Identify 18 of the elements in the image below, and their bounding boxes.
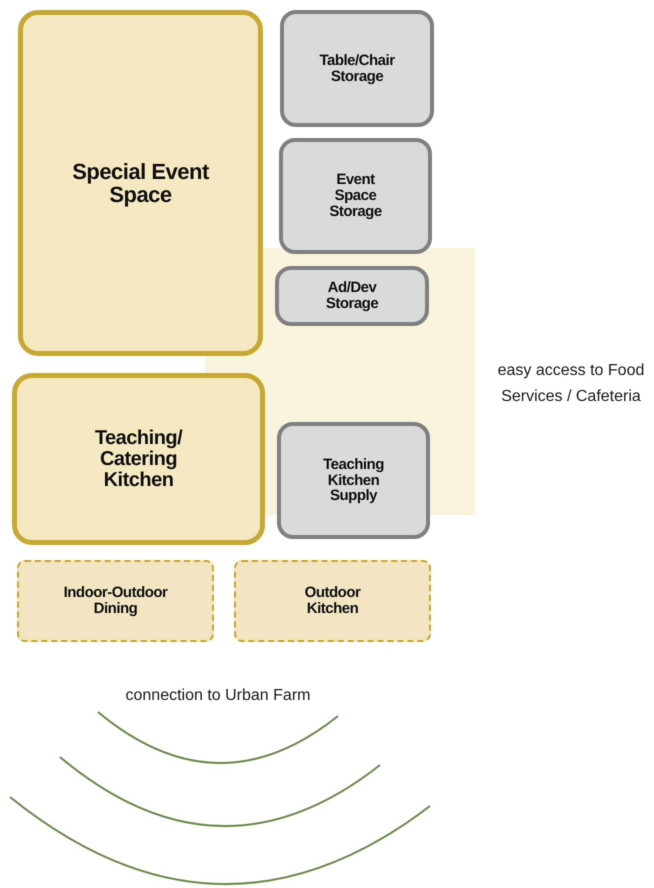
room-label: Special Event Space — [71, 160, 210, 206]
room-label: Ad/Dev Storage — [324, 280, 380, 312]
room-label: Outdoor Kitchen — [304, 585, 362, 617]
note-text: connection to Urban Farm — [124, 686, 312, 706]
storage-box — [275, 266, 429, 326]
room-box — [12, 373, 265, 545]
dashed-area-box — [234, 560, 431, 642]
room-label: Indoor-Outdoor Dining — [62, 585, 169, 617]
room-label: Teaching/ Catering Kitchen — [94, 428, 184, 490]
storage-box — [280, 10, 434, 127]
room-label: Teaching Kitchen Supply — [322, 456, 385, 504]
room-label: Event Space Storage — [328, 172, 383, 220]
storage-box — [277, 422, 430, 539]
storage-box — [279, 138, 432, 254]
note-text: easy access to Food Services / Cafeteria — [496, 361, 646, 407]
room-label: Table/Chair Storage — [318, 52, 396, 84]
room-box — [18, 10, 263, 356]
dashed-area-box — [17, 560, 214, 642]
